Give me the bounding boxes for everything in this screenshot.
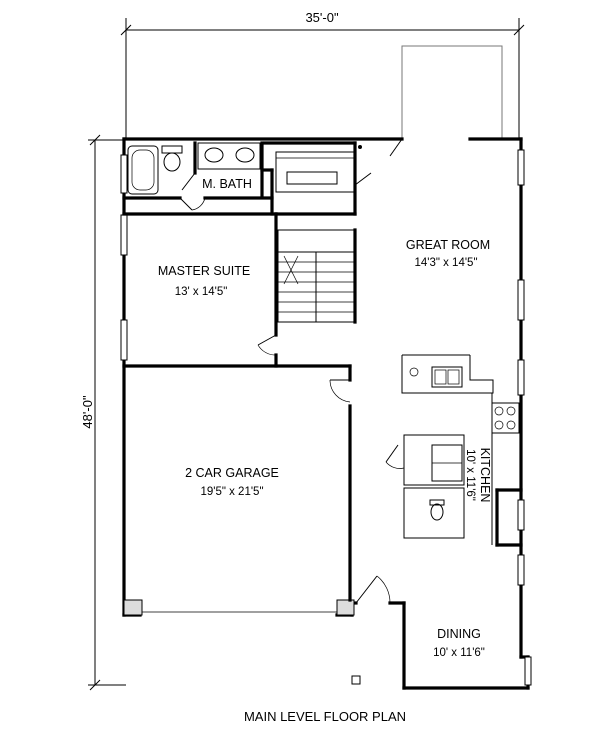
range [491, 402, 520, 434]
garage-door-jambs [123, 599, 355, 616]
powder-room-toilet [430, 503, 444, 521]
toilet [163, 152, 181, 172]
window [120, 154, 128, 194]
vanity [197, 142, 261, 170]
master-suite-size: 13' x 14'5" [175, 286, 228, 298]
windows [120, 149, 532, 686]
room-labels: M. BATH MASTER SUITE 13' x 14'5" GREAT R… [158, 177, 492, 659]
great-room-label: GREAT ROOM [406, 238, 490, 252]
kitchen-label: KITCHEN [478, 448, 492, 503]
kitchen-fixtures [401, 354, 523, 547]
rear-patio [401, 45, 503, 138]
window [517, 359, 525, 396]
kitchen-size: 10' x 11'6" [464, 449, 476, 501]
window [517, 499, 525, 531]
staircase [277, 229, 356, 323]
plan-caption: MAIN LEVEL FLOOR PLAN [244, 709, 406, 724]
window [517, 149, 525, 186]
exterior-walls [122, 137, 530, 690]
great-room-size: 14'3" x 14'5" [414, 257, 477, 269]
porch-post [351, 675, 361, 685]
window [120, 319, 128, 361]
master-bath-label: M. BATH [202, 177, 252, 191]
width-dimension: 35'-0" [120, 10, 525, 140]
width-dimension-label: 35'-0" [305, 10, 339, 25]
dining-label: DINING [437, 627, 481, 641]
toilet-tank [161, 145, 183, 154]
bath-fixtures [127, 142, 261, 195]
master-suite-label: MASTER SUITE [158, 264, 250, 278]
depth-dimension: 48'-0" [80, 134, 126, 691]
kitchen-sink [431, 366, 463, 388]
window [120, 214, 128, 256]
garage-size: 19'5" x 21'5" [200, 486, 263, 498]
bathtub [127, 145, 159, 195]
window [524, 656, 532, 686]
doors [179, 138, 405, 604]
garage-label: 2 CAR GARAGE [185, 466, 279, 480]
window [517, 279, 525, 321]
window [517, 554, 525, 586]
interior-walls [122, 141, 357, 602]
dining-size: 10' x 11'6" [433, 647, 485, 659]
laundry-area [275, 151, 355, 193]
depth-dimension-label: 48'-0" [80, 395, 95, 429]
